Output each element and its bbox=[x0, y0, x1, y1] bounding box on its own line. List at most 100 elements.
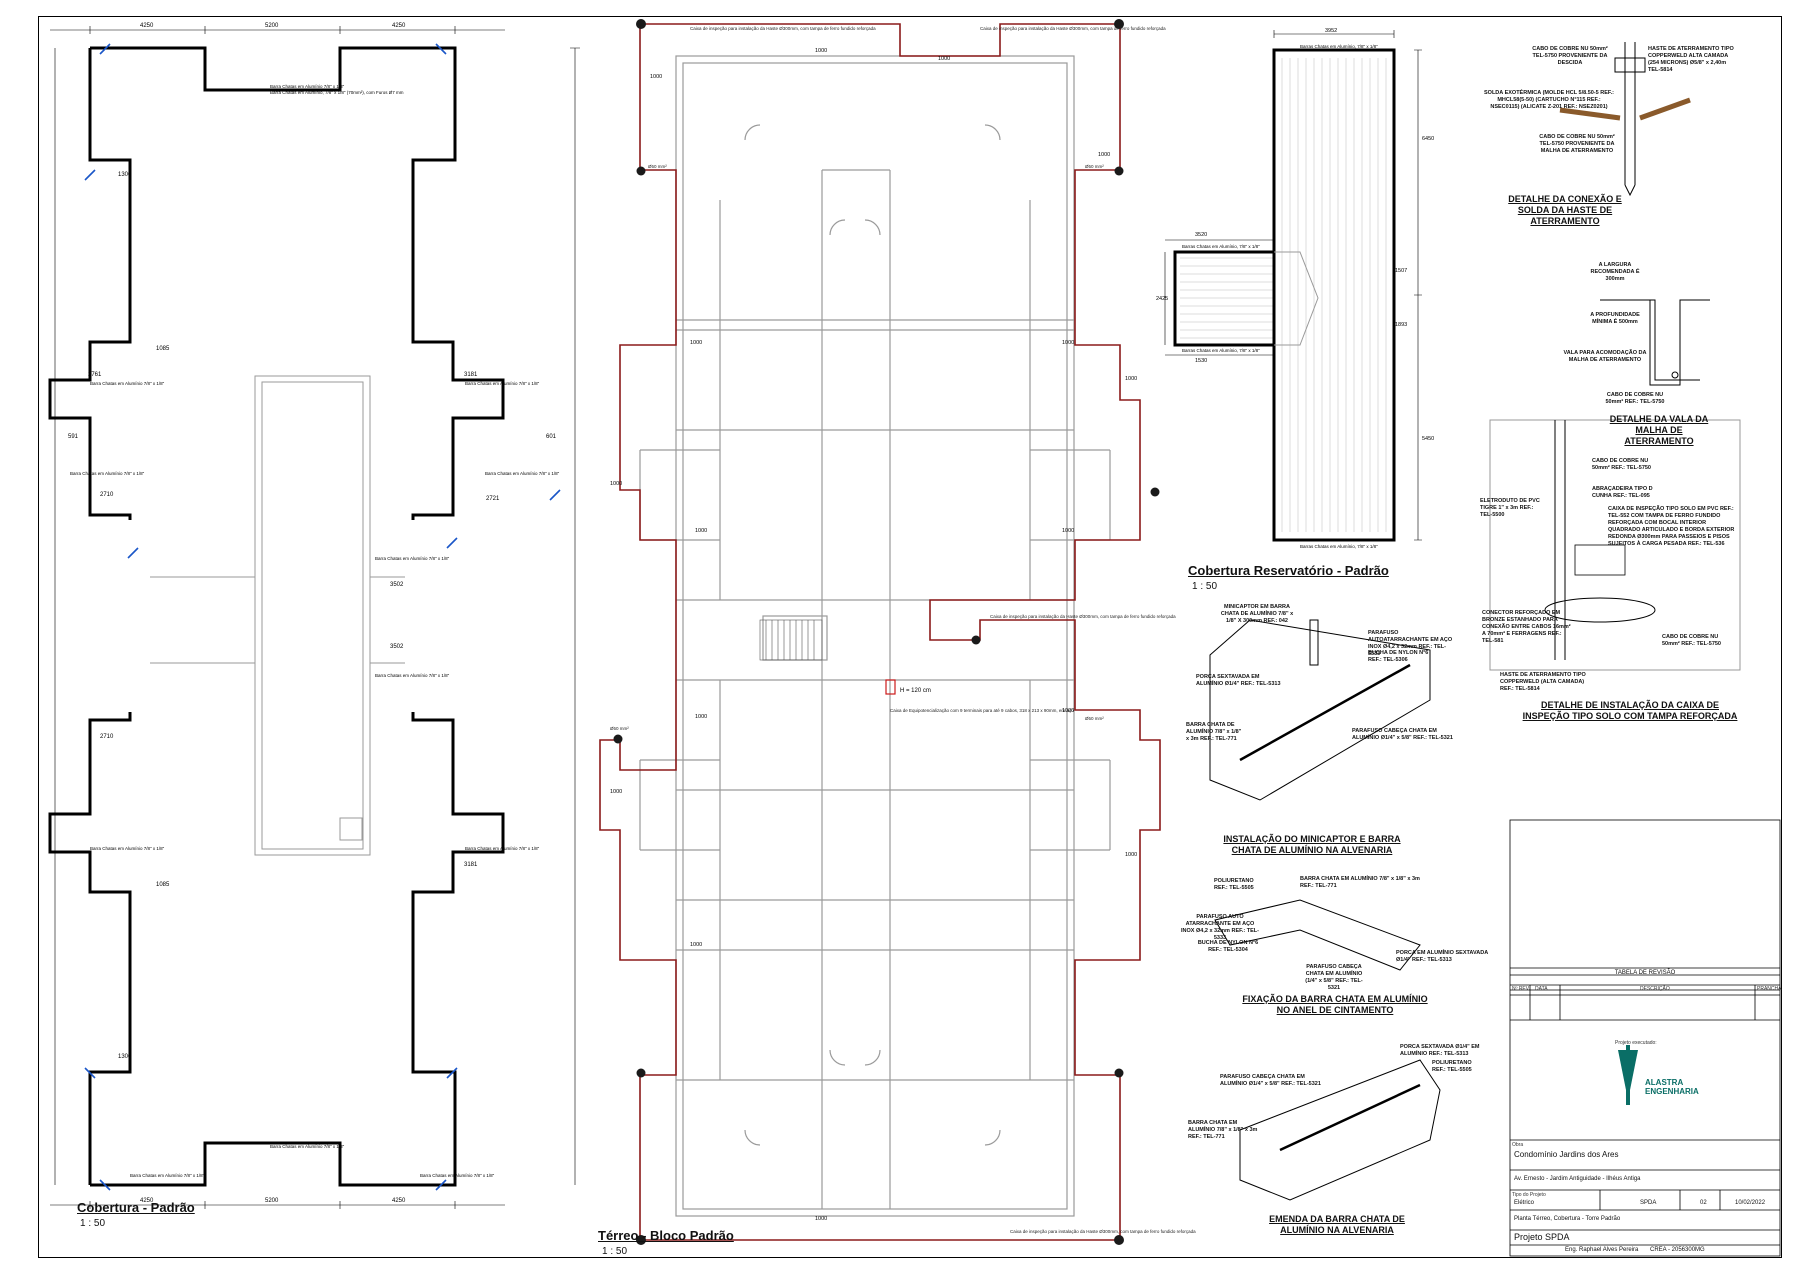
rev-col-rev: Nº REV. bbox=[1512, 986, 1531, 992]
haste-sketch bbox=[1559, 42, 1691, 197]
rev-col-prancha: PRANCHA bbox=[1757, 986, 1782, 992]
haste-note-haste: HASTE DE ATERRAMENTO TIPO COPPERWELD ALT… bbox=[1648, 46, 1734, 73]
fixacao-title: FIXAÇÃO DA BARRA CHATA EM ALUMÍNIO NO AN… bbox=[1242, 994, 1428, 1015]
vala-note-profundidade: A PROFUNDIDADE MÍNIMA É 500mm bbox=[1590, 312, 1640, 325]
dim-label: 1300 bbox=[118, 1054, 132, 1060]
caixa-sketch bbox=[1489, 419, 1741, 671]
dim-label: 6450 bbox=[1422, 136, 1434, 142]
projeto-tipo: Elétrico bbox=[1514, 1200, 1535, 1206]
dim-label: 1300 bbox=[118, 172, 132, 178]
conductor-label: Ø50 mm² bbox=[648, 164, 667, 169]
emenda-note-barra: BARRA CHATA EM ALUMÍNIO 7/8" x 1/8" x 3m… bbox=[1188, 1120, 1258, 1140]
minicaptor-note-cabeca: PARAFUSO CABEÇA CHATA EM ALUMÍNIO Ø1/4" … bbox=[1352, 728, 1453, 741]
cobertura-outline bbox=[48, 46, 505, 520]
vala-note-acomodacao: VALA PARA ACOMODAÇÃO DA MALHA DE ATERRAM… bbox=[1563, 350, 1647, 363]
cobertura-inner bbox=[254, 375, 371, 856]
fixacao-note-cabeca: PARAFUSO CABEÇA CHATA EM ALUMÍNIO (1/4" … bbox=[1305, 964, 1363, 991]
bar-note: Barra Chatas em Alumínio 7/8" x 1/8" bbox=[90, 381, 165, 386]
emenda-note-poliuretano: POLIURETANO REF.: TEL-5505 bbox=[1432, 1060, 1472, 1073]
emenda-note-parafuso: PARAFUSO CABEÇA CHATA EM ALUMÍNIO Ø1/4" … bbox=[1220, 1074, 1321, 1087]
dim-label: 1000 bbox=[690, 340, 702, 346]
bar-note: Barra Chatas em Alumínio, 7/8" x 1/8" (7… bbox=[270, 90, 404, 95]
bar-note: Barra Chatas em Alumínio 7/8" x 1/8" bbox=[485, 471, 560, 476]
bar-note: Barras Chatas em Alumínio, 7/8" x 1/8" bbox=[1300, 44, 1378, 49]
dim-label: 1085 bbox=[156, 346, 170, 352]
caixa-note-conector: CONECTOR REFORÇADO EM BRONZE ESTANHADO P… bbox=[1482, 610, 1571, 644]
minicaptor-note-barra: BARRA CHATA DE ALUMÍNIO 7/8" x 1/8" x 3m… bbox=[1186, 722, 1242, 742]
dim-label: 1000 bbox=[815, 1216, 827, 1222]
crea: CREA - 2056300MG bbox=[1650, 1247, 1705, 1253]
dim-label: 1000 bbox=[610, 789, 622, 795]
bar-note: Barras Chatas em Alumínio, 7/8" x 1/8" bbox=[1182, 244, 1260, 249]
dim-label: 1000 bbox=[695, 528, 707, 534]
minicaptor-title: INSTALAÇÃO DO MINICAPTOR E BARRA CHATA D… bbox=[1223, 834, 1401, 855]
dim-label: 3952 bbox=[1325, 28, 1337, 34]
dim-label: 1000 bbox=[1062, 708, 1074, 714]
dim-label: 5200 bbox=[265, 1198, 279, 1204]
fixacao-note-bucha: BUCHA DE NYLON N°6 REF.: TEL-5304 bbox=[1197, 940, 1259, 953]
prancha-value: SPDA bbox=[1640, 1200, 1657, 1206]
dim-label: 1893 bbox=[1395, 322, 1407, 328]
haste-note-malha: CABO DE COBRE NU 50mm² TEL-5750 PROVENIE… bbox=[1539, 134, 1615, 154]
caixa-note-caixa: CAIXA DE INSPEÇÃO TIPO SOLO EM PVC REF.:… bbox=[1608, 506, 1735, 547]
cobertura-bar-notes: Barra Chatas em Alumínio 7/8" x 1/8" Bar… bbox=[70, 84, 560, 1178]
dim-label: 4250 bbox=[140, 1198, 154, 1204]
dim-label: 5450 bbox=[1422, 436, 1434, 442]
conductor-label: Ø50 mm² bbox=[1085, 164, 1104, 169]
responsavel: Eng. Raphael Alves Pereira bbox=[1565, 1247, 1639, 1253]
dim-label: 1000 bbox=[1125, 852, 1137, 858]
dim-label: 4250 bbox=[392, 1198, 406, 1204]
reservatorio-plan bbox=[1164, 30, 1422, 542]
conteudo-value: Planta Térreo, Cobertura - Torre Padrão bbox=[1514, 1216, 1621, 1222]
cobertura-outline-bottom bbox=[48, 712, 505, 1187]
caixa-note-cabo2: CABO DE COBRE NU 50mm² REF.: TEL-5750 bbox=[1662, 634, 1721, 647]
dim-label: 1000 bbox=[815, 48, 827, 54]
folha-value: 02 bbox=[1700, 1200, 1707, 1206]
dim-label: 1000 bbox=[1098, 152, 1110, 158]
minicaptor-note-bucha: BUCHA DE NYLON N°6 REF.: TEL-5306 bbox=[1368, 650, 1429, 663]
emenda-note-porca: PORCA SEXTAVADA Ø1/4" EM ALUMÍNIO REF.: … bbox=[1400, 1044, 1480, 1057]
obra-name: Condomínio Jardins dos Ares bbox=[1514, 1150, 1619, 1159]
cobertura-dim-texts: 4250 5200 4250 4250 5200 4250 1300 1085 … bbox=[68, 23, 557, 1204]
captor-markers bbox=[84, 43, 561, 1191]
rev-col-data: DATA bbox=[1535, 986, 1548, 992]
dim-label: 1530 bbox=[1195, 358, 1207, 364]
conductor-label: Ø50 mm² bbox=[1085, 716, 1104, 721]
vala-sketch bbox=[1600, 299, 1710, 386]
bar-note: Barra Chatas em Alumínio 7/8" x 1/8" bbox=[70, 471, 145, 476]
drawing-sheet bbox=[38, 16, 1782, 1258]
fixacao-note-porca: PORCA EM ALUMÍNIO SEXTAVADA Ø1/4" REF.: … bbox=[1396, 950, 1488, 963]
terreo-plan bbox=[599, 19, 1161, 1245]
dim-label: 1000 bbox=[650, 74, 662, 80]
bar-note: Barra Chatas em Alumínio 7/8" x 1/8" bbox=[130, 1173, 205, 1178]
dim-label: 1085 bbox=[156, 882, 170, 888]
cobertura-scale: 1 : 50 bbox=[80, 1218, 106, 1229]
equip-note: Caixa de Equipotencialização com 9 termi… bbox=[890, 708, 1074, 713]
company-logo bbox=[1618, 1045, 1638, 1105]
cobertura-plan bbox=[48, 26, 580, 1209]
obra-label: Obra bbox=[1512, 1142, 1524, 1148]
dim-label: 2761 bbox=[88, 372, 102, 378]
dim-label: 4250 bbox=[140, 23, 154, 29]
fixacao-note-poliuretano: POLIURETANO REF.: TEL-5505 bbox=[1214, 878, 1254, 891]
caixa-title: DETALHE DE INSTALAÇÃO DA CAIXA DE INSPEÇ… bbox=[1522, 700, 1738, 721]
dim-label: 2710 bbox=[100, 734, 114, 740]
cobertura-title: Cobertura - Padrão bbox=[77, 1200, 195, 1215]
dim-label: 3502 bbox=[390, 582, 404, 588]
minicaptor-note-parafuso: PARAFUSO AUTOATARRACHANTE EM AÇO INOX Ø4… bbox=[1368, 630, 1453, 657]
minicaptor-note-porca: PORCA SEXTAVADA EM ALUMÍNIO Ø1/4" REF.: … bbox=[1196, 674, 1281, 687]
bar-note: Barra Chatas em Alumínio 7/8" x 1/8" bbox=[375, 673, 450, 678]
bar-note: Barras Chatas em Alumínio, 7/8" x 1/8" bbox=[1300, 544, 1378, 549]
terreo-scale: 1 : 50 bbox=[602, 1246, 628, 1257]
dim-label: 1507 bbox=[1395, 268, 1407, 274]
dim-label: 3520 bbox=[1195, 232, 1207, 238]
dim-label: 1000 bbox=[1062, 340, 1074, 346]
bar-note: Barra Chatas em Alumínio 7/8" x 1/8" bbox=[375, 556, 450, 561]
caixa-note-haste: HASTE DE ATERRAMENTO TIPO COPPERWELD (AL… bbox=[1500, 672, 1586, 692]
fixacao-note-barra: BARRA CHATA EM ALUMÍNIO 7/8" x 1/8" x 3m… bbox=[1300, 876, 1420, 889]
conductor-label: Ø50 mm² bbox=[610, 726, 629, 731]
vala-note-largura: A LARGURA RECOMENDADA É 300mm bbox=[1590, 262, 1640, 282]
box-note: Caixa de inspeção para instalação da Has… bbox=[1010, 1229, 1196, 1234]
vala-note-cabo: CABO DE COBRE NU 50mm² REF.: TEL-5750 bbox=[1605, 392, 1665, 405]
